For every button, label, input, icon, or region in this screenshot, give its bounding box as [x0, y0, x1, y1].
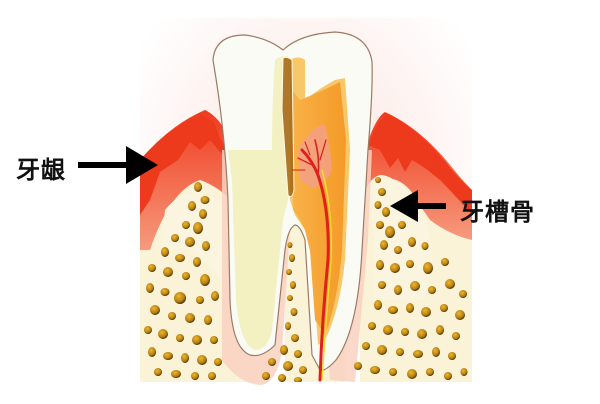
gum-left: [140, 110, 240, 300]
arrow-to-alveolar-bone: [390, 190, 446, 222]
nerve-vessels: [291, 139, 332, 382]
label-alveolar-bone: 牙槽骨: [460, 198, 535, 226]
label-gum: 牙龈: [16, 156, 66, 184]
bone-pores: [144, 177, 468, 382]
arrow-to-gum: [78, 146, 158, 184]
tooth: [212, 31, 373, 371]
